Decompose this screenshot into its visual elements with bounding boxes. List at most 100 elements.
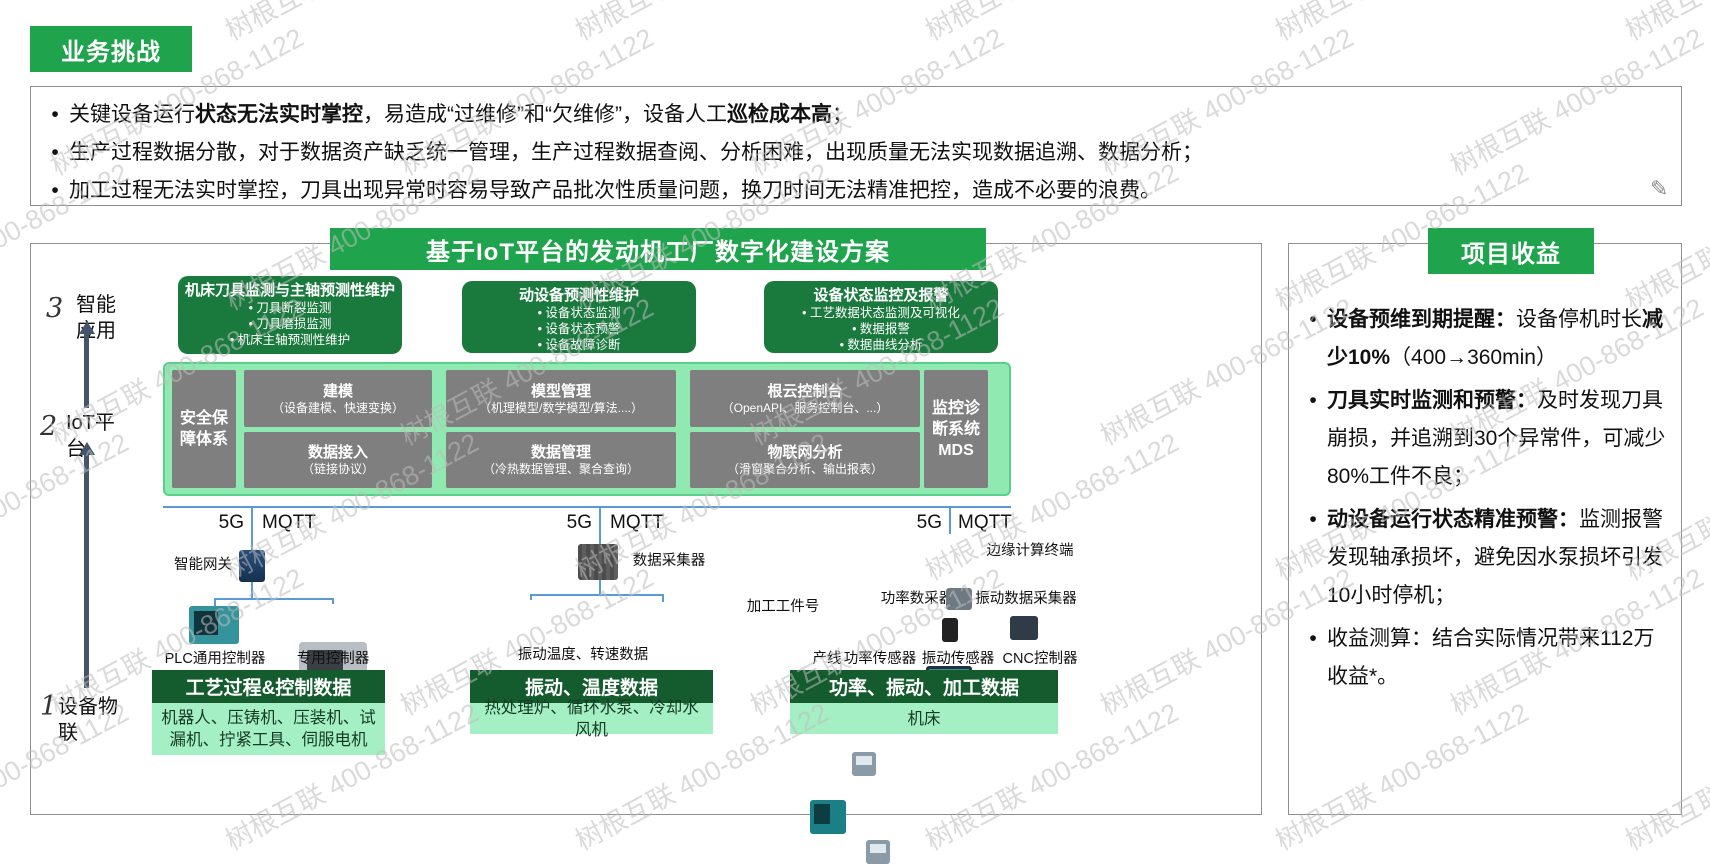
protocol-mqtt-label: MQTT xyxy=(610,512,664,533)
module-rootcloud-console: 根云控制台 （OpenAPI、服务控制台、...） xyxy=(690,370,920,427)
app-box-title: 动设备预测性维护 xyxy=(518,287,639,304)
layer-axis-arrow-up xyxy=(79,442,95,455)
connector-line xyxy=(214,598,216,606)
app-box-item: 数据报警 xyxy=(770,321,992,337)
data-bar-power-machining: 功率、振动、加工数据 xyxy=(790,670,1058,703)
bullet-item: •关键设备运行状态无法实时掌控，易造成“过维修”和“欠维修”，设备人工巡检成本高… xyxy=(51,103,853,126)
plc-controller-label: PLC通用控制器 xyxy=(164,651,266,667)
module-subtitle: （设备建模、快速变换） xyxy=(271,400,404,415)
connector-bus-line xyxy=(163,506,1011,508)
bullet-item: •生产过程数据分散，对于数据资产缺乏统一管理，生产过程数据查阅、分析困难，出现质… xyxy=(51,141,1203,164)
connector-line xyxy=(662,594,664,602)
cnc-controller-label: CNC控制器 xyxy=(1002,651,1078,667)
layer-1-number: 1 xyxy=(40,691,58,722)
protocol-mqtt-label: MQTT xyxy=(262,512,316,533)
dedicated-controller-label: 专用控制器 xyxy=(296,651,370,667)
app-box-item: 数据曲线分析 xyxy=(770,337,992,353)
layer-axis-line xyxy=(84,334,89,408)
benefits-panel: •设备预维到期提醒：设备停机时长减少10%（400→360min） •刀具实时监测… xyxy=(1288,243,1682,815)
vibration-temp-label: 振动温度、转速数据 xyxy=(517,647,649,663)
challenges-list: •关键设备运行状态无法实时掌控，易造成“过维修”和“欠维修”，设备人工巡检成本高… xyxy=(31,87,1681,208)
protocol-mqtt-label: MQTT xyxy=(958,512,1012,533)
layer-axis-arrow-up xyxy=(79,321,95,334)
equipment-box-machine-tool: 机床 xyxy=(790,703,1058,734)
watermark-text: 树根互联 400-868-1122 xyxy=(917,0,1184,48)
data-bar-process-control: 工艺过程&控制数据 xyxy=(152,670,385,703)
layer-1-label: 设备物联 xyxy=(58,696,118,744)
vibration-sensor-icon xyxy=(942,618,958,642)
module-subtitle: （冷热数据管理、聚合查询） xyxy=(482,462,639,476)
equipment-box-vibration: 热处理炉、循环水泵、冷却水风机 xyxy=(470,699,713,739)
challenges-badge: 业务挑战 xyxy=(30,26,192,72)
app-box-item: 设备状态监测 xyxy=(468,305,690,321)
module-subtitle: （OpenAPI、服务控制台、...） xyxy=(721,400,889,415)
benefits-list: •设备预维到期提醒：设备停机时长减少10%（400→360min） •刀具实时监测… xyxy=(1289,244,1681,696)
bullet-item: •设备预维到期提醒：设备停机时长减少10%（400→360min） xyxy=(1309,308,1663,369)
connector-line xyxy=(251,582,253,598)
bullet-item: •加工过程无法实时掌控，刀具出现异常时容易导致产品批次性质量问题，换刀时间无法精… xyxy=(51,179,1161,202)
connector-line xyxy=(599,580,601,594)
module-title: 根云控制台 xyxy=(767,382,843,400)
smart-gateway-label: 智能网关 xyxy=(174,557,232,573)
connector-line xyxy=(332,598,334,604)
app-box-title: 设备状态监控及报警 xyxy=(813,287,949,304)
module-title: 建模 xyxy=(322,382,353,400)
power-collector-label: 功率数采器 xyxy=(880,591,954,607)
protocol-5g-label: 5G xyxy=(566,512,592,533)
app-box-rotating-equipment: 动设备预测性维护 设备状态监测 设备状态预警 设备故障诊断 xyxy=(462,281,696,353)
connector-line xyxy=(530,594,663,596)
module-subtitle: （链接协议） xyxy=(301,462,374,476)
app-box-item: 工艺数据状态监测及可视化 xyxy=(770,305,992,321)
module-data-management: 数据管理 （冷热数据管理、聚合查询） xyxy=(446,432,676,488)
app-box-item: 设备故障诊断 xyxy=(468,337,690,353)
module-modeling: 建模 （设备建模、快速变换） xyxy=(244,370,432,427)
module-data-access: 数据接入 （链接协议） xyxy=(244,432,432,488)
bullet-item: •动设备运行状态精准预警：监测报警发现轴承损坏，避免因水泵损坏引发10小时停机； xyxy=(1309,508,1663,607)
watermark-text: 树根互联 400-868-1122 xyxy=(1267,0,1534,48)
connector-line xyxy=(949,506,951,534)
app-box-status-alarm: 设备状态监控及报警 工艺数据状态监测及可视化 数据报警 数据曲线分析 xyxy=(764,281,998,353)
module-iot-analysis: 物联网分析 （滑窗聚合分析、输出报表） xyxy=(690,432,920,488)
solution-title-badge: 基于IoT平台的发动机工厂数字化建设方案 xyxy=(330,228,986,270)
bullet-item: •刀具实时监测和预警：及时发现刀具崩损，并追溯到30个异常件，可减少80%工件不… xyxy=(1309,389,1666,488)
module-title: 数据接入 xyxy=(307,444,368,461)
security-system-box: 安全保障体系 xyxy=(172,370,236,488)
layer-3-number: 3 xyxy=(46,293,64,324)
benefits-badge: 项目收益 xyxy=(1428,228,1594,274)
vibration-collector-icon xyxy=(946,588,972,610)
vibration-sensor-label: 振动传感器 xyxy=(921,651,995,667)
power-sensor-label: 功率传感器 xyxy=(843,651,917,667)
app-box-item: 机床主轴预测性维护 xyxy=(184,332,396,348)
layer-axis-line xyxy=(84,455,89,688)
line-plc-icon xyxy=(810,800,846,834)
equipment-box-process: 机器人、压铸机、压装机、试漏机、拧紧工具、伺服电机 xyxy=(152,703,385,755)
protocol-5g-label: 5G xyxy=(916,512,942,533)
watermark-text: 树根互联 400-868-1122 xyxy=(567,0,834,48)
vibration-collector-label: 振动数据采集器 xyxy=(975,591,1077,607)
smart-gateway-icon xyxy=(239,550,265,582)
module-title: 物联网分析 xyxy=(767,444,843,461)
app-box-item: 设备状态预警 xyxy=(468,321,690,337)
module-subtitle: （机理模型/数学模型/算法....） xyxy=(478,400,643,415)
module-title: 模型管理 xyxy=(530,382,591,400)
power-sensor-icon xyxy=(866,840,890,864)
protocol-5g-label: 5G xyxy=(218,512,244,533)
workpiece-number-label: 加工工件号 xyxy=(746,599,820,615)
connector-line xyxy=(599,506,601,544)
module-model-management: 模型管理 （机理模型/数学模型/算法....） xyxy=(446,370,676,427)
connector-line xyxy=(251,506,253,552)
app-box-title: 机床刀具监测与主轴预测性维护 xyxy=(184,282,395,299)
data-bar-vibration-temp: 振动、温度数据 xyxy=(470,670,713,703)
challenges-panel: •关键设备运行状态无法实时掌控，易造成“过维修”和“欠维修”，设备人工巡检成本高… xyxy=(30,86,1682,206)
watermark-text: 树根互联 400-868-1122 xyxy=(217,0,484,48)
cnc-controller-icon xyxy=(1010,616,1038,640)
data-collector-label: 数据采集器 xyxy=(632,553,706,569)
app-box-tool-monitoring: 机床刀具监测与主轴预测性维护 刀具断裂监测 刀具磨损监测 机床主轴预测性维护 xyxy=(178,276,402,354)
pencil-icon: ✎ xyxy=(1650,176,1669,201)
app-box-item: 刀具磨损监测 xyxy=(184,316,396,332)
module-title: 数据管理 xyxy=(530,444,591,461)
data-collector-icon xyxy=(578,544,618,580)
app-box-item: 刀具断裂监测 xyxy=(184,300,396,316)
power-collector-icon xyxy=(852,752,876,776)
